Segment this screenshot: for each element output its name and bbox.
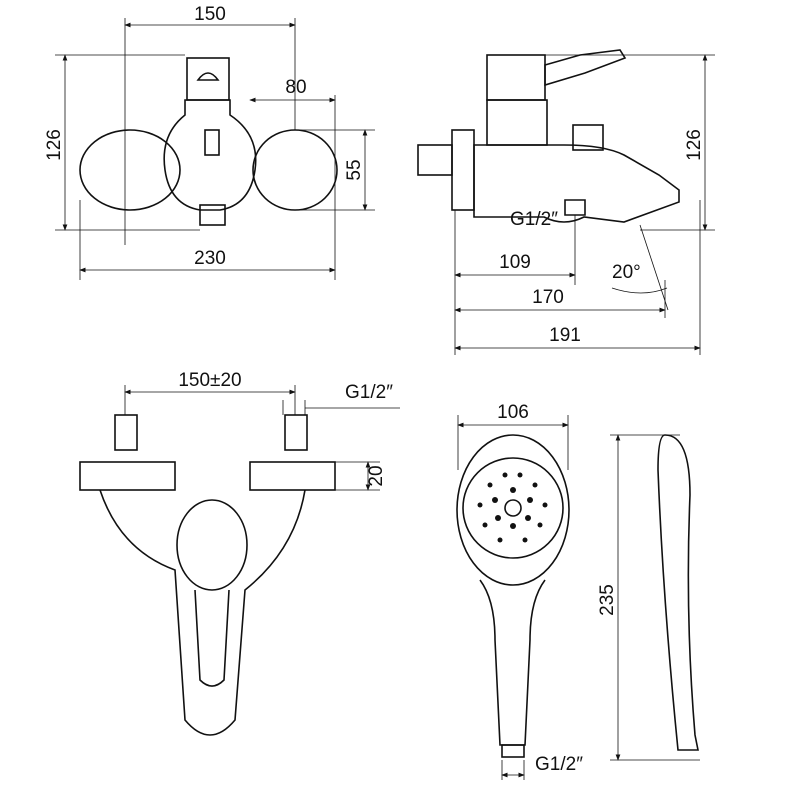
side-view: 126 G1/2″ 109 20° 170 191 <box>417 49 715 355</box>
side-thread: G1/2″ <box>510 209 558 230</box>
dim-20: 20 <box>366 465 387 486</box>
angle-20: 20° <box>612 262 641 283</box>
dim-126: 126 <box>44 129 65 161</box>
dim-230: 230 <box>194 248 226 269</box>
dim-80: 80 <box>285 77 306 98</box>
shower-thread: G1/2″ <box>535 754 583 775</box>
dim-106: 106 <box>497 402 529 423</box>
front-view: 150 80 126 55 230 <box>44 4 375 280</box>
dim-235: 235 <box>597 584 618 616</box>
top-view: 150±20 G1/2″ 20 <box>79 370 400 736</box>
dim-109: 109 <box>499 252 531 273</box>
dim-150: 150 <box>194 4 226 25</box>
hand-shower-view: 106 235 G1/2″ <box>456 402 700 780</box>
dim-55: 55 <box>344 159 365 180</box>
top-thread: G1/2″ <box>345 382 393 403</box>
dim-170: 170 <box>532 287 564 308</box>
side-dim-126: 126 <box>684 129 705 161</box>
dim-150-20: 150±20 <box>178 370 241 391</box>
dim-191: 191 <box>549 325 581 346</box>
